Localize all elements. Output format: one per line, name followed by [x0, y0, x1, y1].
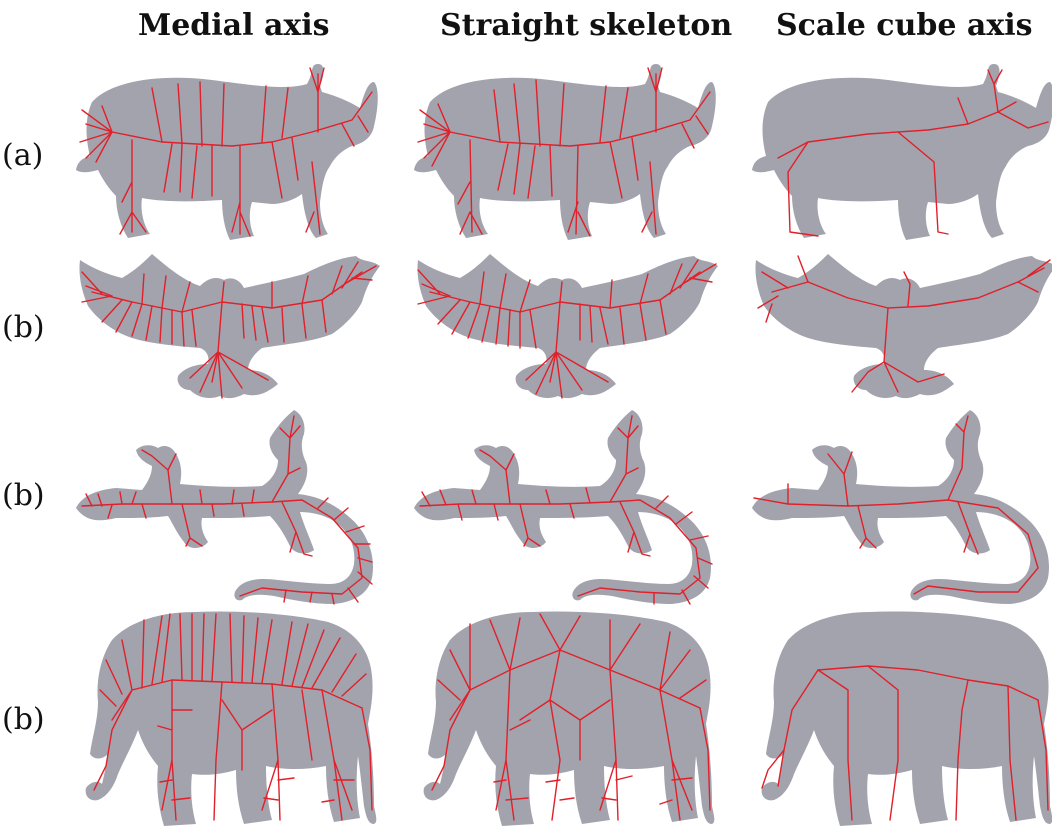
lizard-straight-skeleton-panel [410, 408, 720, 608]
rhino-silhouette [414, 64, 716, 240]
column-header-scale-cube-axis: Scale cube axis [776, 8, 1033, 43]
eagle-medial-axis-panel [72, 252, 382, 402]
eagle-straight-skeleton-panel [410, 252, 720, 402]
eagle-silhouette [79, 254, 380, 398]
elephant-silhouette [424, 611, 715, 826]
row-label-b-eagle: (b) [2, 310, 45, 345]
column-header-medial-axis: Medial axis [138, 8, 330, 43]
rhino-silhouette [76, 64, 378, 240]
column-header-straight-skeleton: Straight skeleton [440, 8, 732, 43]
lizard-silhouette [76, 410, 373, 604]
rhino-medial-axis-panel [72, 62, 382, 247]
eagle-silhouette [417, 254, 718, 398]
row-label-a: (a) [2, 138, 43, 173]
rhino-silhouette [752, 64, 1052, 240]
row-label-b-elephant: (b) [2, 702, 45, 737]
lizard-medial-axis-panel [72, 408, 382, 608]
elephant-scale-cube-axis-panel [748, 610, 1052, 832]
rhino-straight-skeleton-panel [410, 62, 720, 247]
elephant-straight-skeleton-panel [410, 610, 720, 832]
elephant-medial-axis-panel [72, 610, 382, 832]
eagle-silhouette [755, 254, 1052, 398]
eagle-scale-cube-axis-panel [748, 252, 1052, 402]
lizard-silhouette [752, 410, 1049, 604]
rhino-scale-cube-axis-panel [748, 62, 1052, 247]
row-label-b-lizard: (b) [2, 478, 45, 513]
lizard-scale-cube-axis-panel [748, 408, 1052, 608]
